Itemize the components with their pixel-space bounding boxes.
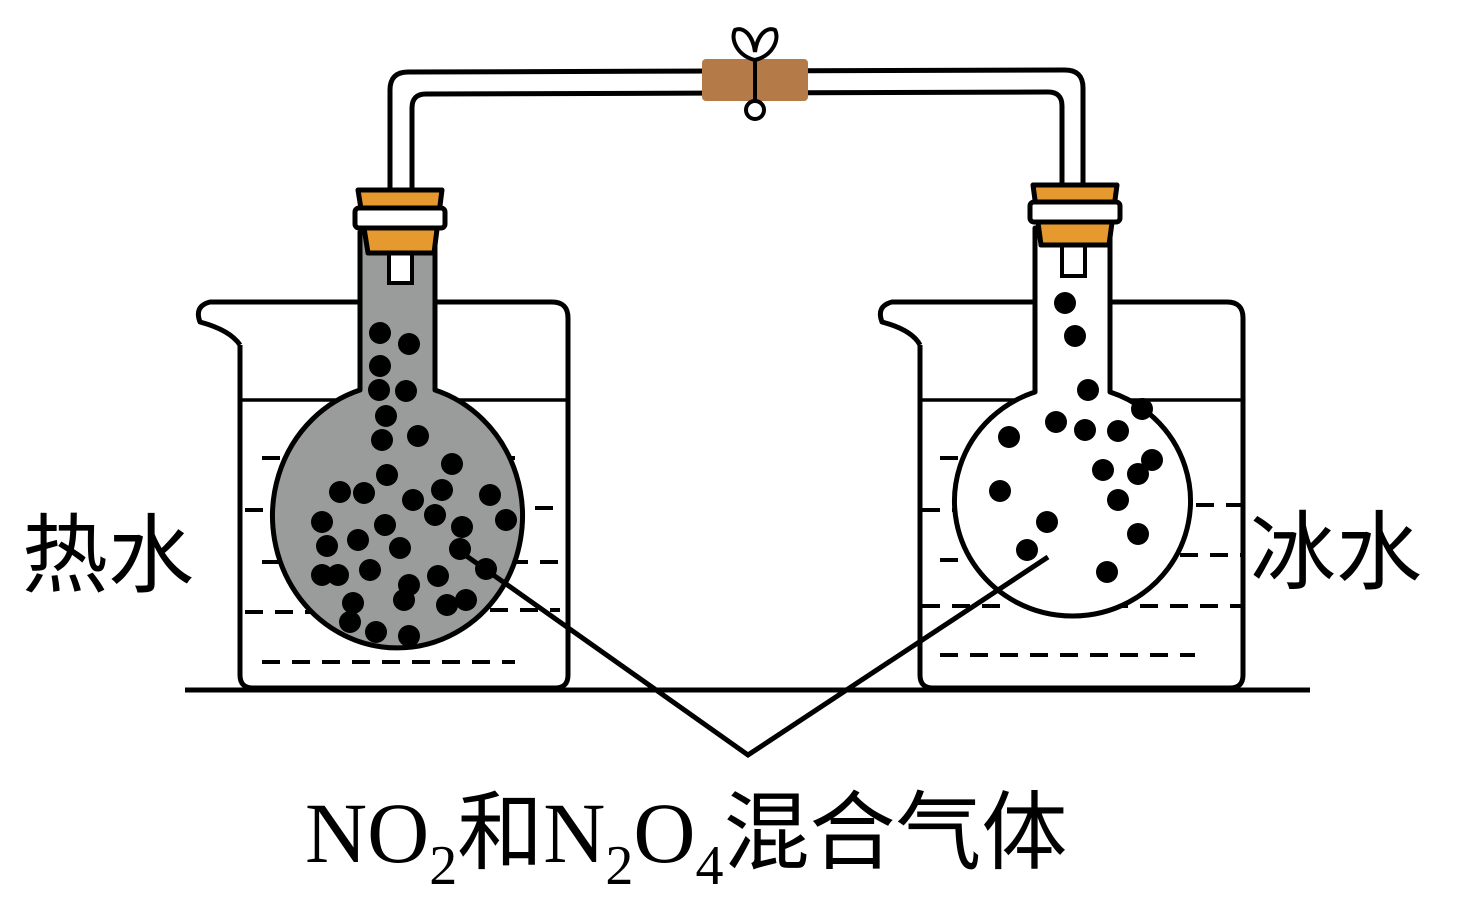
hose-clamp: [702, 27, 808, 121]
gas-particle: [1064, 325, 1086, 347]
flask-hot: [270, 187, 525, 651]
gas-particle: [398, 333, 420, 355]
gas-particle: [347, 529, 369, 551]
gas-particle: [365, 621, 387, 643]
inner-tube-stub-cold: [1060, 241, 1087, 278]
gas-particle: [441, 453, 463, 475]
gas-particle: [1045, 411, 1067, 433]
gas-particle: [431, 479, 453, 501]
gas-particle: [1092, 459, 1114, 481]
gas-particle: [998, 426, 1020, 448]
gas-particle: [451, 516, 473, 538]
gas-particle: [455, 589, 477, 611]
gas-particle: [375, 405, 397, 427]
caption-gas-mixture: NO2和N2O4混合气体: [305, 785, 1067, 897]
gas-particle: [376, 464, 398, 486]
gas-particle: [353, 482, 375, 504]
gas-particle: [436, 594, 458, 616]
pointer-lines: [456, 547, 1050, 759]
flask-rim-cold: [1027, 199, 1123, 225]
gas-particle: [316, 535, 338, 557]
label-ice-water: 冰水: [1250, 503, 1422, 603]
gas-particle: [369, 322, 391, 344]
gas-particle: [402, 489, 424, 511]
gas-particle: [1131, 398, 1153, 420]
gas-particle: [989, 480, 1011, 502]
gas-particle: [329, 481, 351, 503]
gas-particle: [1127, 463, 1149, 485]
gas-particle: [395, 380, 417, 402]
gas-particle: [369, 355, 391, 377]
gas-particle: [1141, 449, 1163, 471]
gas-particle: [1077, 379, 1099, 401]
gas-particle: [1074, 419, 1096, 441]
gas-particle: [393, 589, 415, 611]
gas-particle: [427, 565, 449, 587]
gas-particle: [1016, 539, 1038, 561]
gas-particle: [311, 511, 333, 533]
gas-particle: [1107, 489, 1129, 511]
gas-particle: [1036, 511, 1058, 533]
gas-particle: [389, 537, 411, 559]
gas-particle: [495, 509, 517, 531]
label-hot-water: 热水: [22, 506, 194, 606]
clamp-screw: [744, 99, 766, 121]
gas-particle: [424, 504, 446, 526]
flask-cold: [952, 182, 1193, 619]
gas-particle: [374, 514, 396, 536]
flask-rim-hot: [352, 205, 448, 231]
gas-particle: [1054, 292, 1076, 314]
gas-particle: [1096, 561, 1118, 583]
gas-particle: [371, 429, 393, 451]
gas-particle: [311, 564, 333, 586]
gas-particle: [339, 611, 361, 633]
clamp-handle: [731, 27, 779, 63]
gas-particle: [1107, 420, 1129, 442]
gas-particle: [327, 564, 349, 586]
gas-particle: [359, 559, 381, 581]
gas-particle: [368, 379, 390, 401]
gas-particle: [1127, 523, 1149, 545]
gas-particle: [479, 484, 501, 506]
gas-particle: [342, 592, 364, 614]
gas-particle: [398, 625, 420, 647]
gas-particle: [407, 425, 429, 447]
